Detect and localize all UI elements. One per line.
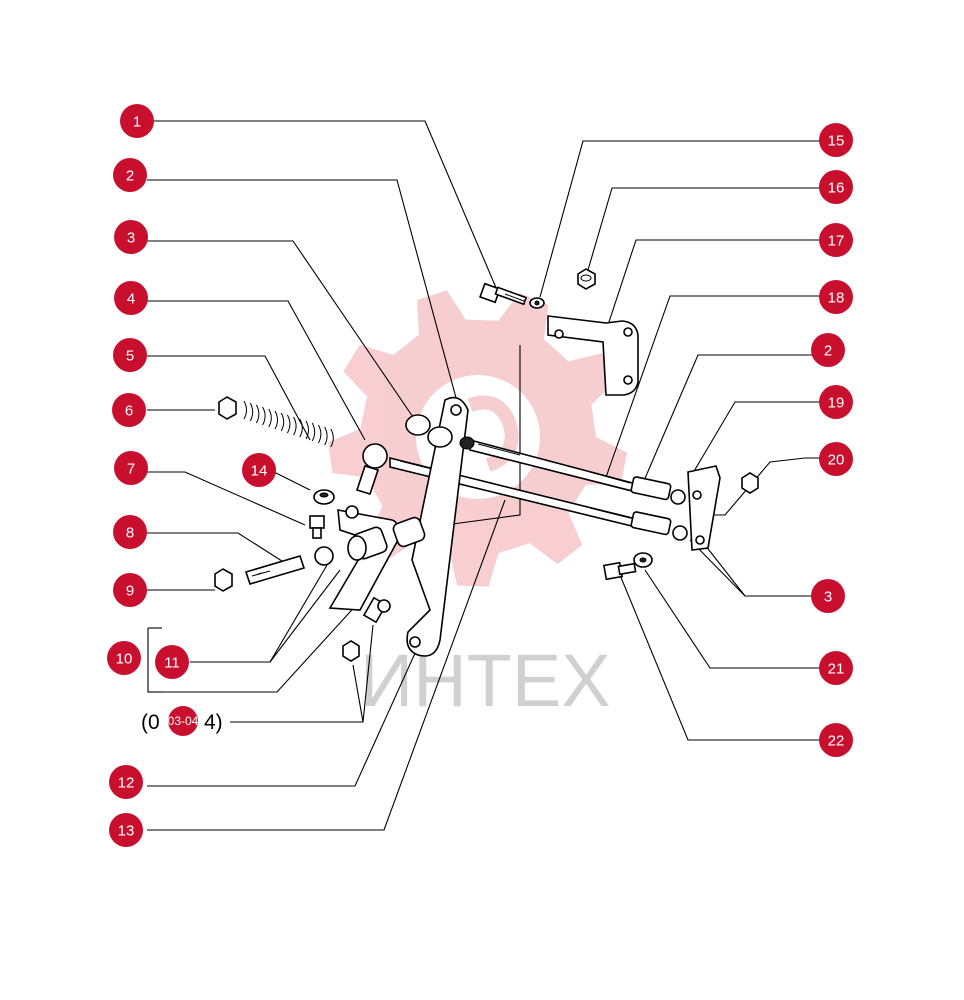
washer-part bbox=[529, 297, 545, 309]
note-suffix: 4) bbox=[204, 711, 223, 734]
callout-badge-callouts_right-0[interactable]: 15 bbox=[819, 123, 853, 157]
callout-badge-callouts_right-9[interactable]: 22 bbox=[819, 723, 853, 757]
callout-label: 10 bbox=[116, 651, 133, 668]
note-badge: 03-04 bbox=[168, 706, 199, 736]
callout-badge-callouts_right-8[interactable]: 21 bbox=[819, 651, 853, 685]
callout-label: 11 bbox=[164, 655, 180, 672]
bracket-plate-part bbox=[547, 315, 639, 396]
callout-badge-callouts_left-7[interactable]: 8 bbox=[113, 515, 147, 549]
watermark-text: ИНТЕХ bbox=[360, 639, 611, 722]
callout-label-14: 14 bbox=[251, 463, 268, 480]
upper-joint-part bbox=[405, 414, 475, 450]
rubber-bush-part bbox=[313, 489, 335, 505]
rod-end-right-lower bbox=[630, 511, 688, 541]
callout-badge-callouts_right-5[interactable]: 19 bbox=[819, 385, 853, 419]
callout-label: 17 bbox=[828, 233, 845, 250]
right-lever-bracket bbox=[687, 465, 721, 551]
callout-label: 20 bbox=[828, 452, 845, 469]
callout-label: 8 bbox=[126, 525, 134, 542]
right-washer-part bbox=[633, 552, 653, 568]
pin-part bbox=[244, 546, 334, 585]
cylinder-bushing-part bbox=[347, 516, 426, 561]
callout-badge-callouts_right-3[interactable]: 18 bbox=[819, 280, 853, 314]
callout-badge-callouts_left-8[interactable]: 9 bbox=[113, 573, 147, 607]
leader-lines bbox=[147, 120, 820, 831]
callout-label: 3 bbox=[127, 230, 135, 247]
main-lever-arm bbox=[406, 396, 469, 657]
small-bolt-part bbox=[309, 515, 325, 539]
callout-badge-callouts_left-2[interactable]: 3 bbox=[114, 220, 148, 254]
callout-badge-callouts_left-6[interactable]: 7 bbox=[114, 451, 148, 485]
spring-nut-part bbox=[218, 396, 237, 420]
callout-label: 13 bbox=[118, 823, 135, 840]
rod-end-right-upper bbox=[630, 476, 686, 505]
callout-badge-callouts_left-3[interactable]: 4 bbox=[114, 281, 148, 315]
callout-badge-callouts_left-12[interactable]: 13 bbox=[109, 813, 143, 847]
callout-label: 4 bbox=[127, 291, 135, 308]
callout-badge-callouts_right-1[interactable]: 16 bbox=[819, 170, 853, 204]
callout-label: 2 bbox=[126, 168, 134, 185]
lower-stud-part bbox=[362, 596, 391, 624]
right-bolt-part bbox=[602, 561, 637, 581]
callout-label: 7 bbox=[127, 461, 135, 478]
bolt-part bbox=[479, 282, 528, 306]
callout-label: 12 bbox=[118, 775, 135, 792]
callout-label: 16 bbox=[828, 180, 845, 197]
callout-badge-14[interactable]: 14 bbox=[242, 453, 276, 487]
callout-badge-callouts_left-9[interactable]: 10 bbox=[107, 641, 141, 675]
callout-label: 19 bbox=[828, 395, 845, 412]
spring-part bbox=[243, 400, 334, 448]
callout-badge-callouts_left-10[interactable]: 11 bbox=[155, 645, 189, 679]
variant-note: (0 4) 03-04 bbox=[141, 706, 223, 736]
callout-badge-callouts_left-5[interactable]: 6 bbox=[112, 393, 146, 427]
nut-part bbox=[577, 268, 596, 290]
callout-badge-callouts_right-2[interactable]: 17 bbox=[819, 223, 853, 257]
note-prefix: (0 bbox=[141, 711, 160, 734]
lower-nut-part bbox=[342, 640, 360, 662]
callout-label: 5 bbox=[126, 348, 134, 365]
callout-label: 21 bbox=[828, 661, 845, 678]
callout-badge-callouts_right-7[interactable]: 3 bbox=[811, 579, 845, 613]
right-nut-part bbox=[741, 472, 759, 494]
callout-label: 6 bbox=[125, 403, 133, 420]
callout-badge-callouts_right-6[interactable]: 20 bbox=[819, 442, 853, 476]
callout-label: 1 bbox=[133, 114, 141, 131]
callouts-right: 15 16 17 18 2 19 20 3 21 22 bbox=[811, 123, 853, 757]
callout-badge-callouts_left-1[interactable]: 2 bbox=[113, 158, 147, 192]
callout-label: 22 bbox=[828, 733, 845, 750]
note-badge-label: 03-04 bbox=[168, 714, 199, 728]
callout-label: 9 bbox=[126, 583, 134, 600]
callout-badge-callouts_left-11[interactable]: 12 bbox=[109, 765, 143, 799]
pin-nut-part bbox=[214, 568, 233, 592]
callout-label: 15 bbox=[828, 133, 845, 150]
callout-label: 2 bbox=[824, 343, 832, 360]
ball-joint-part bbox=[355, 443, 388, 495]
callout-badge-callouts_right-4[interactable]: 2 bbox=[811, 333, 845, 367]
callout-label: 3 bbox=[824, 589, 832, 606]
callout-badge-callouts_left-0[interactable]: 1 bbox=[120, 104, 154, 138]
callout-label: 18 bbox=[828, 290, 845, 307]
callout-badge-callouts_left-4[interactable]: 5 bbox=[113, 338, 147, 372]
